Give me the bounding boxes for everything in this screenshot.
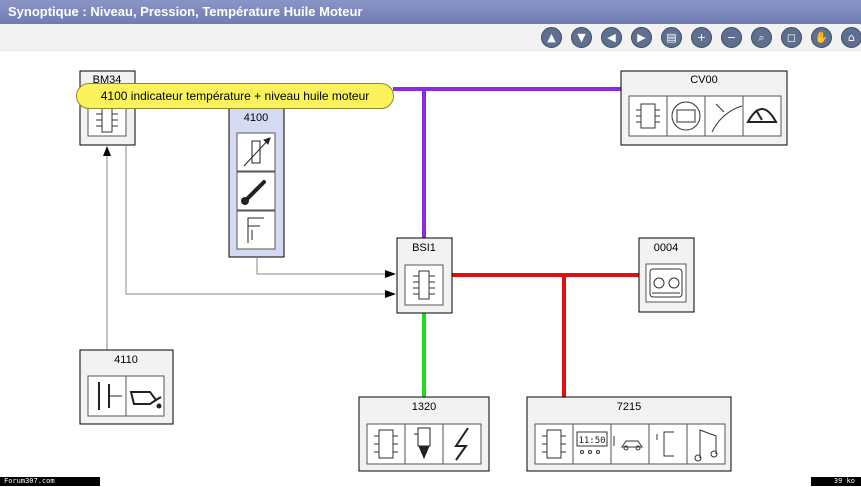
thermometer-icon: [241, 180, 266, 205]
box-cv00[interactable]: CV00: [620, 70, 788, 146]
up-arrow-icon[interactable]: ▲: [541, 27, 562, 48]
injector-icon: [414, 427, 431, 460]
oil-can-icon: [129, 391, 162, 409]
car-icon: [613, 436, 643, 451]
box-4100[interactable]: 4100: [228, 106, 285, 258]
fit-to-screen-icon[interactable]: ◻: [781, 27, 802, 48]
digital-clock-icon: [576, 431, 608, 454]
box-7215-label: 7215: [617, 401, 641, 413]
lightning-icon: [454, 427, 469, 461]
arrow-head-bsi1-lower: [385, 290, 396, 298]
magnifier-icon[interactable]: ⌕: [751, 27, 772, 48]
box-4110[interactable]: 4110: [79, 349, 174, 425]
box-4100-label: 4100: [244, 112, 268, 124]
down-arrow-icon[interactable]: ▼: [571, 27, 592, 48]
connector-icon: [671, 101, 701, 131]
wire-bm34-to-bsi1: [125, 146, 392, 295]
print-icon[interactable]: ▤: [661, 27, 682, 48]
arrow-head-bsi1-upper: [385, 270, 396, 278]
left-arrow-icon[interactable]: ◀: [601, 27, 622, 48]
box-0004-label: 0004: [654, 242, 678, 254]
zoom-out-icon[interactable]: −: [721, 27, 742, 48]
chip-icon: [374, 429, 398, 459]
component-tooltip: 4100 indicateur température + niveau hui…: [76, 83, 394, 109]
footer-size-label: 39 ko: [811, 477, 861, 486]
right-arrow-icon[interactable]: ▶: [631, 27, 652, 48]
zoom-in-icon[interactable]: +: [691, 27, 712, 48]
bracket-icon: [656, 431, 674, 457]
hand-pan-icon[interactable]: ✋: [811, 27, 832, 48]
home-icon[interactable]: ⌂: [841, 27, 861, 48]
box-1320-label: 1320: [412, 401, 436, 413]
footer-watermark: Forum307.com: [0, 477, 100, 486]
music-note-icon: [694, 429, 718, 462]
switch-icon: [98, 382, 122, 410]
arrow-head-bm34: [103, 146, 111, 156]
box-cv00-label: CV00: [690, 74, 718, 86]
box-bsi1-label: BSI1: [412, 242, 436, 254]
variable-resistor-icon: [243, 137, 271, 167]
level-sensor-icon: [247, 217, 264, 243]
clock-display-text: 11:50: [578, 436, 605, 446]
box-bsi1[interactable]: BSI1: [396, 237, 453, 314]
synoptic-diagram: BM34 4100 CV00: [0, 50, 861, 477]
window-title: Synoptique : Niveau, Pression, Températu…: [0, 0, 861, 24]
chip-icon: [542, 429, 566, 459]
box-1320[interactable]: 1320: [358, 396, 490, 472]
box-0004[interactable]: 0004: [638, 237, 695, 313]
chip-icon: [413, 270, 435, 300]
chip-icon: [636, 103, 660, 129]
wire-4100-to-bsi1: [256, 258, 392, 275]
gauge-icon: [746, 108, 778, 123]
box-4110-label: 4110: [114, 354, 138, 366]
box-7215[interactable]: 7215 11:50: [526, 396, 732, 472]
light-beam-icon: [711, 103, 743, 133]
toolbar: [0, 24, 861, 51]
instrument-panel-icon: [649, 268, 683, 298]
